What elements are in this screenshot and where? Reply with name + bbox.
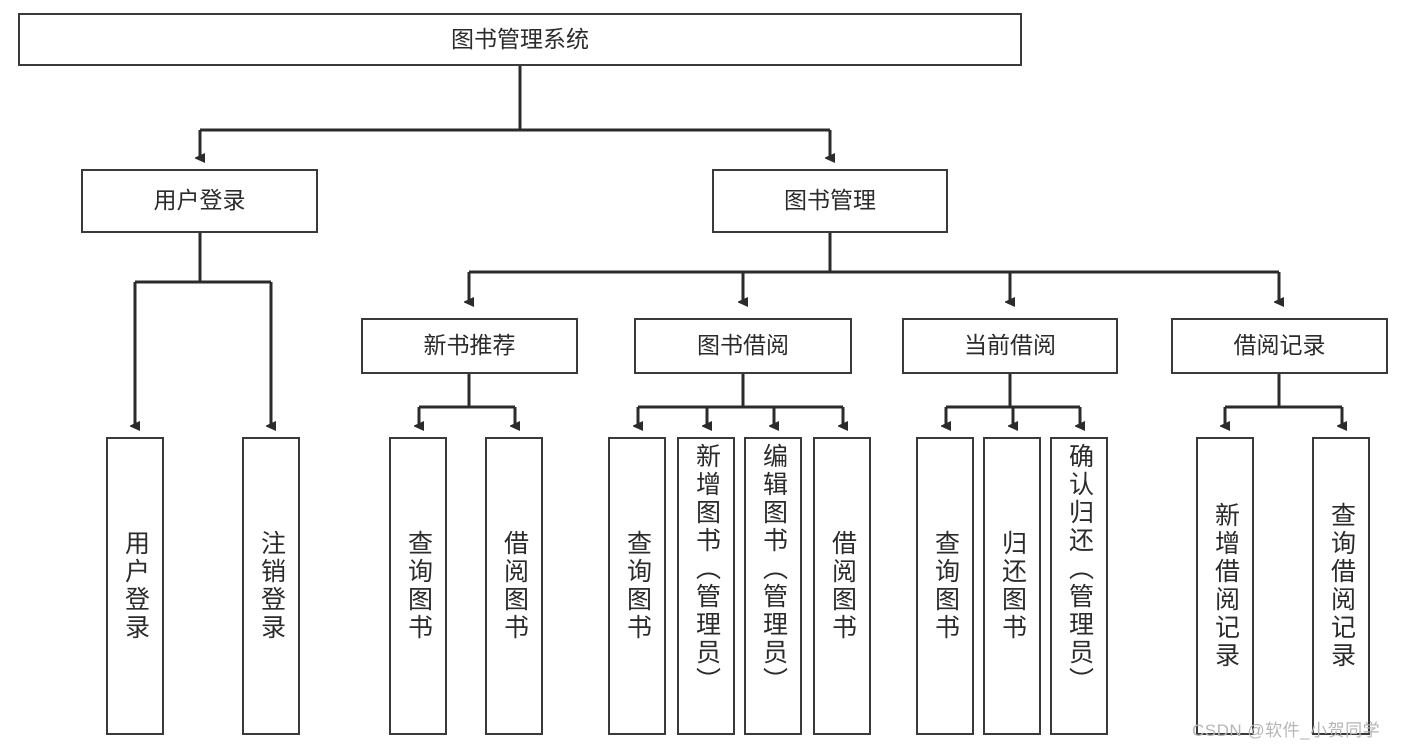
- leaf-borrow-record-1[interactable]: 新增借阅记录: [1196, 437, 1254, 735]
- leaf-user-login-1[interactable]: 用户登录: [106, 437, 164, 735]
- node-borrow-record-label: 借阅记录: [1233, 332, 1326, 359]
- node-root-label: 图书管理系统: [451, 25, 589, 52]
- leaf-new-book-2-label: 借阅图书: [500, 530, 529, 642]
- leaf-user-login-2-label: 注销登录: [257, 530, 286, 642]
- leaf-user-login-1-label: 用户登录: [121, 530, 150, 642]
- leaf-book-borrow-1[interactable]: 查询图书: [608, 437, 666, 735]
- leaf-current-borrow-2-label: 归还图书: [998, 530, 1027, 642]
- leaf-current-borrow-1-label: 查询图书: [931, 530, 960, 642]
- leaf-new-book-1[interactable]: 查询图书: [389, 437, 447, 735]
- leaf-book-borrow-1-label: 查询图书: [623, 530, 652, 642]
- leaf-book-borrow-4[interactable]: 借阅图书: [813, 437, 871, 735]
- node-root[interactable]: 图书管理系统: [18, 13, 1022, 66]
- leaf-book-borrow-4-label: 借阅图书: [828, 530, 857, 642]
- leaf-book-borrow-3[interactable]: 编辑图书（管理员）: [744, 437, 802, 735]
- leaf-book-borrow-2-label: 新增图书（管理员）: [692, 443, 721, 695]
- leaf-book-borrow-3-label: 编辑图书（管理员）: [759, 443, 788, 695]
- node-new-book-recommend[interactable]: 新书推荐: [361, 318, 578, 374]
- node-user-login[interactable]: 用户登录: [81, 169, 318, 233]
- node-book-management-label: 图书管理: [784, 187, 876, 214]
- node-borrow-record[interactable]: 借阅记录: [1171, 318, 1388, 374]
- leaf-user-login-2[interactable]: 注销登录: [242, 437, 300, 735]
- leaf-borrow-record-2-label: 查询借阅记录: [1327, 502, 1356, 670]
- node-current-borrow-label: 当前借阅: [964, 332, 1056, 359]
- node-new-book-recommend-label: 新书推荐: [423, 332, 516, 359]
- leaf-current-borrow-3[interactable]: 确认归还（管理员）: [1050, 437, 1108, 735]
- leaf-new-book-1-label: 查询图书: [404, 530, 433, 642]
- leaf-borrow-record-2[interactable]: 查询借阅记录: [1312, 437, 1370, 735]
- leaf-book-borrow-2[interactable]: 新增图书（管理员）: [677, 437, 735, 735]
- node-book-borrow-label: 图书借阅: [697, 332, 789, 359]
- leaf-borrow-record-1-label: 新增借阅记录: [1211, 502, 1240, 670]
- leaf-current-borrow-1[interactable]: 查询图书: [916, 437, 974, 735]
- node-book-management[interactable]: 图书管理: [712, 169, 948, 233]
- node-current-borrow[interactable]: 当前借阅: [902, 318, 1118, 374]
- node-book-borrow[interactable]: 图书借阅: [634, 318, 852, 374]
- leaf-current-borrow-3-label: 确认归还（管理员）: [1065, 443, 1094, 695]
- leaf-current-borrow-2[interactable]: 归还图书: [983, 437, 1041, 735]
- csdn-watermark: CSDN @软件_小贺同学: [1192, 721, 1381, 740]
- node-user-login-label: 用户登录: [153, 187, 246, 214]
- leaf-new-book-2[interactable]: 借阅图书: [485, 437, 543, 735]
